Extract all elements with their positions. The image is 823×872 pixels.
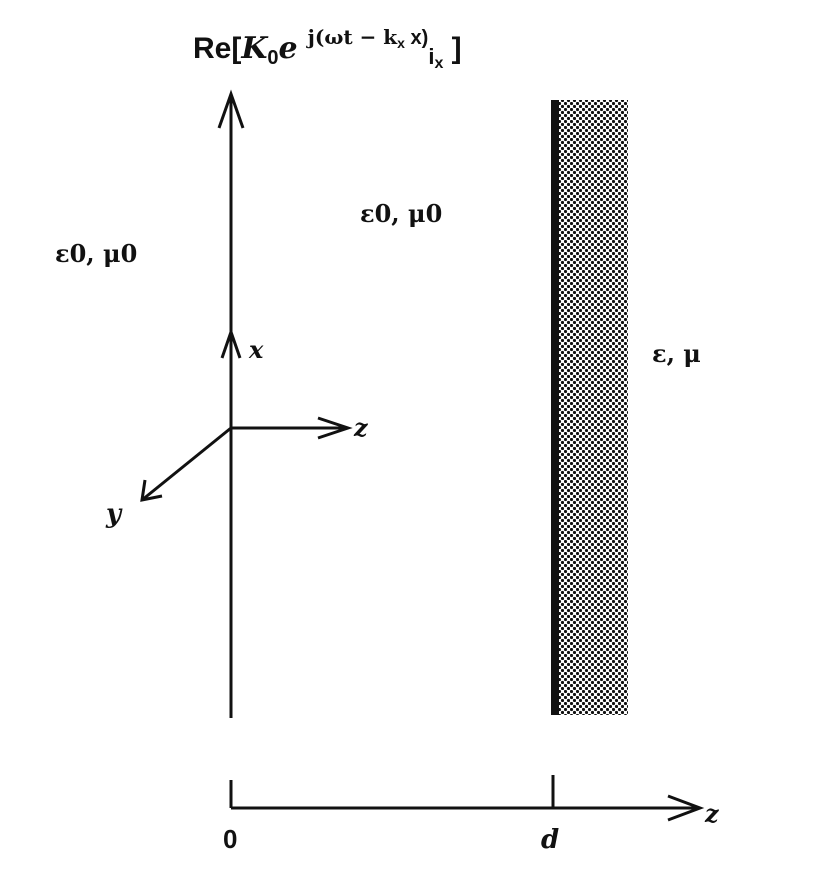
x-axis-label: x bbox=[248, 335, 264, 364]
d-label: d bbox=[541, 825, 559, 855]
bottom-z-axis bbox=[229, 775, 705, 822]
z-axis-label: z bbox=[353, 413, 369, 442]
dielectric-slab bbox=[553, 100, 628, 715]
origin-label: 0 bbox=[223, 824, 237, 854]
region-middle-label: ε0, μ0 bbox=[360, 199, 442, 228]
y-axis-label: y bbox=[105, 499, 123, 529]
region-left-label: ε0, μ0 bbox=[55, 239, 137, 268]
slab-boundary bbox=[551, 100, 559, 715]
bottom-z-label: z bbox=[704, 799, 720, 828]
region-slab-label: ε, μ bbox=[652, 339, 701, 368]
current-sheet-axis bbox=[217, 89, 245, 718]
coordinate-triad bbox=[140, 327, 353, 502]
